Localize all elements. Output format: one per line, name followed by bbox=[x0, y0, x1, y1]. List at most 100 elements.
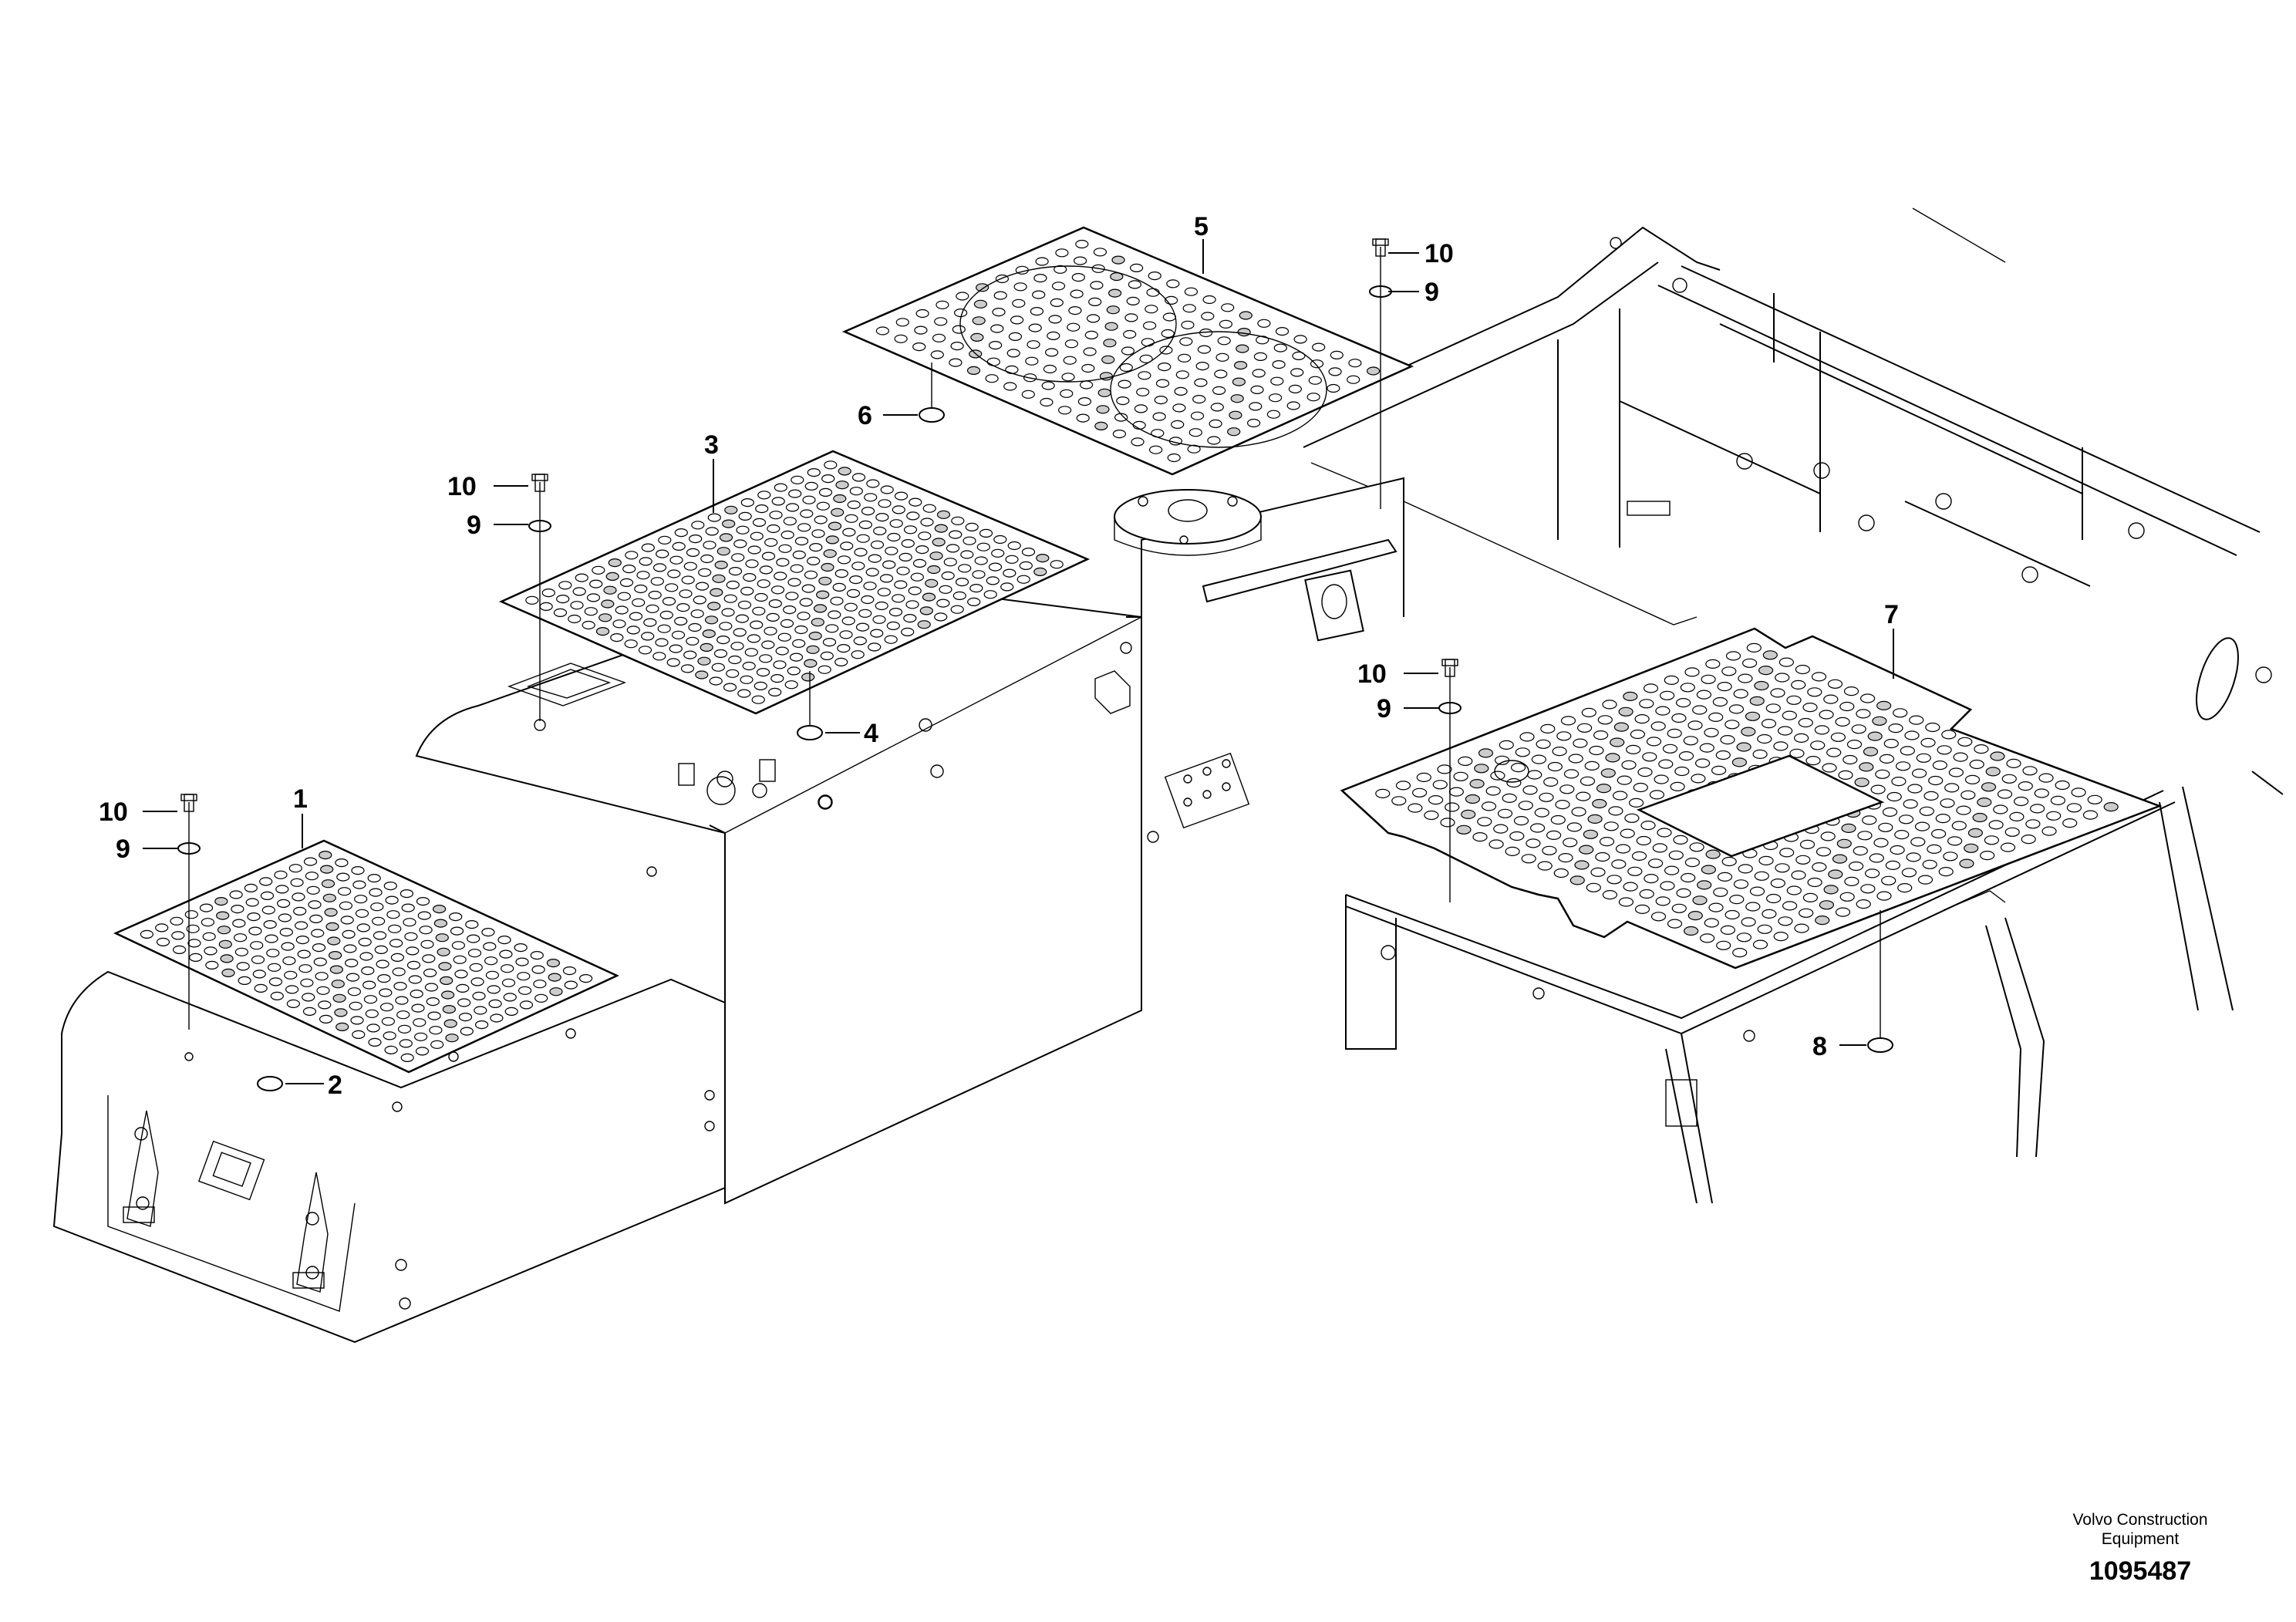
perforation-hole bbox=[1497, 808, 1513, 818]
perforation-hole bbox=[1123, 329, 1137, 339]
perforation-hole bbox=[170, 916, 184, 926]
perforation-hole bbox=[1762, 650, 1778, 660]
perforation-hole bbox=[396, 1010, 410, 1020]
perforation-hole bbox=[525, 595, 539, 605]
perforation-hole bbox=[454, 969, 468, 979]
perforation-hole bbox=[1981, 782, 1997, 792]
perforation-hole bbox=[1670, 781, 1685, 792]
perforation-hole bbox=[1944, 783, 1960, 793]
perforation-hole bbox=[247, 912, 261, 922]
perforation-hole bbox=[1239, 311, 1253, 320]
perforation-hole bbox=[804, 570, 818, 579]
perforation-hole bbox=[785, 592, 799, 601]
perforation-hole bbox=[173, 945, 187, 955]
perforation-hole bbox=[245, 898, 259, 907]
perforation-hole bbox=[1897, 882, 1913, 893]
perforation-hole bbox=[1657, 828, 1672, 838]
perforation-hole bbox=[400, 889, 414, 899]
perforation-hole bbox=[1266, 410, 1281, 419]
perforation-hole bbox=[1607, 875, 1622, 885]
perforation-hole bbox=[411, 1003, 425, 1013]
perforation-hole bbox=[1527, 770, 1542, 780]
perforation-hole bbox=[309, 914, 323, 924]
perforation-hole bbox=[327, 936, 341, 946]
perforation-hole bbox=[952, 325, 966, 334]
perforation-hole bbox=[1870, 784, 1886, 794]
callout-1: 1 bbox=[293, 784, 308, 814]
perforation-hole bbox=[1720, 734, 1735, 745]
perforation-hole bbox=[1692, 895, 1708, 905]
perforation-hole bbox=[918, 531, 932, 541]
perforation-hole bbox=[750, 531, 764, 541]
perforation-hole bbox=[672, 541, 686, 551]
perforation-hole bbox=[797, 612, 811, 621]
perforation-hole bbox=[1794, 733, 1809, 744]
perforation-hole bbox=[238, 976, 251, 986]
perforation-hole bbox=[266, 949, 280, 958]
plate-5 bbox=[841, 226, 1414, 476]
perforation-hole bbox=[1731, 757, 1747, 767]
perforation-hole bbox=[820, 651, 834, 661]
perforation-hole bbox=[858, 520, 872, 530]
perforation-hole bbox=[1624, 813, 1640, 823]
perforation-hole bbox=[735, 614, 749, 623]
perforation-hole bbox=[1025, 356, 1039, 366]
perforation-hole bbox=[674, 528, 688, 538]
perforation-hole bbox=[965, 522, 979, 532]
perforation-hole bbox=[785, 503, 800, 512]
perforation-hole bbox=[1674, 766, 1690, 777]
perforation-hole bbox=[1131, 437, 1145, 447]
perforation-hole bbox=[1721, 666, 1737, 676]
perforation-hole bbox=[723, 683, 737, 692]
perforation-hole bbox=[1485, 786, 1501, 796]
perforation-hole bbox=[575, 573, 588, 582]
perforation-hole bbox=[1835, 907, 1851, 917]
perforation-hole bbox=[1563, 838, 1578, 848]
perforation-hole bbox=[1644, 873, 1659, 884]
perforation-hole bbox=[914, 325, 928, 335]
perforation-hole bbox=[754, 592, 768, 602]
perforation-hole bbox=[2082, 810, 2099, 820]
perforation-hole bbox=[438, 962, 452, 971]
perforation-hole bbox=[354, 895, 368, 904]
perforation-hole bbox=[1506, 777, 1522, 788]
perforation-hole bbox=[1843, 754, 1858, 765]
perforation-hole bbox=[1836, 838, 1852, 848]
perforation-hole bbox=[1650, 721, 1666, 731]
perforation-hole bbox=[558, 581, 572, 590]
perforation-hole bbox=[189, 953, 203, 963]
perforation-hole bbox=[950, 342, 964, 351]
perforation-hole bbox=[1136, 387, 1150, 396]
fasteners bbox=[143, 238, 1894, 1091]
perforation-hole bbox=[1510, 762, 1526, 773]
perforation-hole bbox=[693, 595, 706, 605]
perforation-hole bbox=[1172, 403, 1186, 413]
perforation-hole bbox=[1209, 419, 1222, 429]
perforation-hole bbox=[1953, 752, 1968, 762]
perforation-hole bbox=[2038, 773, 2054, 783]
perforation-hole bbox=[1075, 239, 1089, 249]
perforation-hole bbox=[877, 588, 891, 597]
perforation-hole bbox=[837, 555, 851, 565]
perforation-hole bbox=[1859, 762, 1874, 772]
perforation-hole bbox=[988, 341, 1003, 350]
perforation-hole bbox=[755, 504, 769, 514]
callout-10-right: 10 bbox=[1357, 659, 1387, 689]
perforation-hole bbox=[1138, 371, 1151, 380]
perforation-hole bbox=[1745, 902, 1761, 912]
perforation-hole bbox=[578, 973, 593, 983]
perforation-hole bbox=[2018, 781, 2033, 791]
perforation-hole bbox=[643, 618, 657, 627]
perforation-hole bbox=[1587, 814, 1603, 824]
perforation-hole bbox=[1453, 771, 1468, 781]
perforation-hole bbox=[652, 652, 666, 661]
perforation-hole bbox=[1502, 793, 1517, 804]
perforation-hole bbox=[1708, 902, 1724, 912]
perforation-hole bbox=[568, 614, 582, 624]
perforation-hole bbox=[1584, 760, 1600, 771]
perforation-hole bbox=[1559, 784, 1575, 794]
perforation-hole bbox=[1083, 347, 1097, 356]
perforation-hole bbox=[1088, 297, 1102, 306]
cab-frame bbox=[1295, 207, 2272, 720]
perforation-hole bbox=[1465, 794, 1481, 804]
